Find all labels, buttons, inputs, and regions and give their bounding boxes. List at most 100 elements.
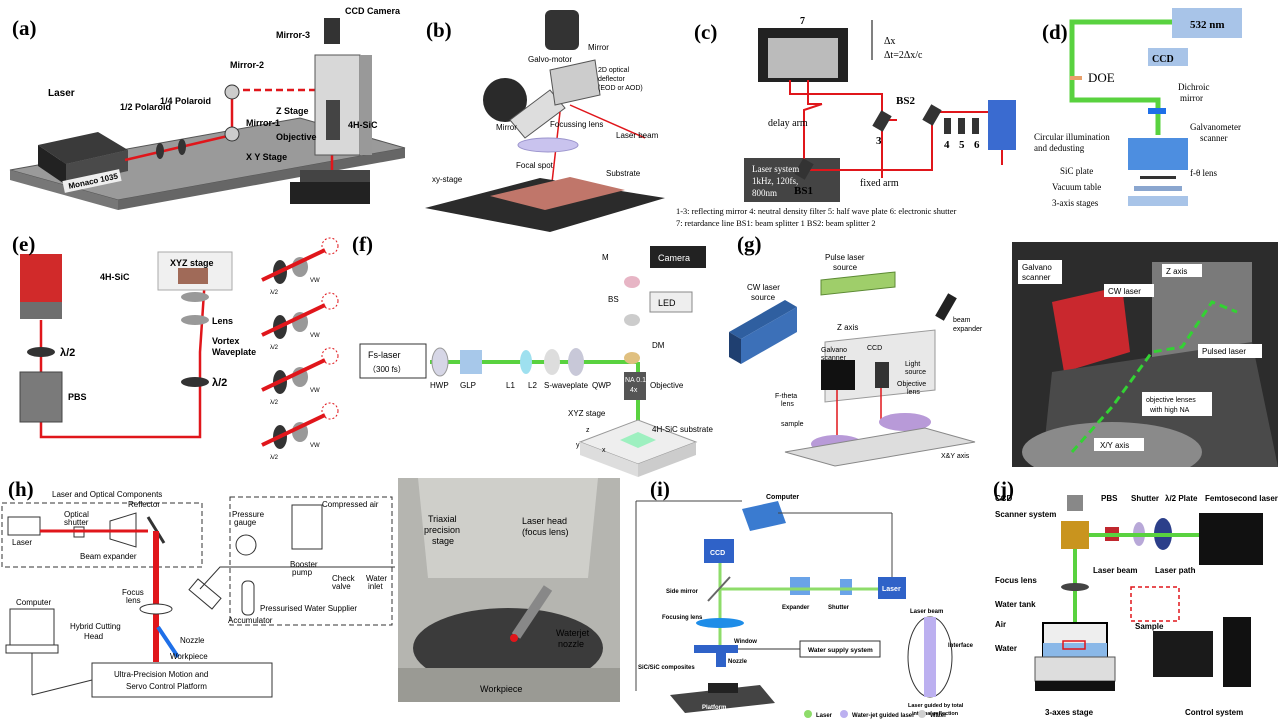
- legend-water: Water: [930, 713, 947, 719]
- legend-laser: Laser: [816, 713, 833, 719]
- label-half-polaroid: 1/2 Polaroid: [120, 102, 171, 112]
- photo-label-pulsed: Pulsed laser: [1202, 347, 1246, 356]
- panel-d-diagram: 532 nm DOE CCD Dichroic mirror Galvanome…: [1034, 8, 1242, 208]
- label-z-axis: Z axis: [837, 323, 858, 332]
- panel-d: (d) 532 nm DOE CCD Dichroic mirror Galva…: [1030, 0, 1280, 232]
- label-obj-1: Objective: [897, 381, 926, 388]
- label-3axes-stage: 3-axes stage: [1045, 708, 1094, 717]
- label-laser-beam: Laser beam: [910, 609, 943, 615]
- label-workpiece: Workpiece: [170, 652, 208, 661]
- label-shutter: Shutter: [1131, 494, 1159, 503]
- legend-line-2: 7: retardance line BS1: beam splitter 1 …: [676, 219, 876, 228]
- label-hybrid-1: Hybrid Cutting: [70, 622, 121, 631]
- panel-j: (j) CCD Scanner system PBS Shutter λ/2 P…: [985, 477, 1280, 720]
- label-guided-2: internal reflection: [912, 711, 959, 717]
- label-circular-2: and dedusting: [1034, 143, 1085, 153]
- label-xyz-stage: XYZ stage: [568, 409, 606, 418]
- label-vortex-1: Vortex: [212, 336, 239, 346]
- label-xyz-stage: XYZ stage: [170, 258, 214, 268]
- legend-line-1: 1-3: reflecting mirror 4: neutral densit…: [676, 207, 956, 216]
- label-side-mirror: Side mirror: [666, 589, 699, 595]
- label-ccd: CCD: [995, 494, 1013, 503]
- label-m: M: [602, 253, 609, 262]
- label-sample: sample: [781, 421, 804, 428]
- label-doe: DOE: [1088, 70, 1115, 85]
- label-dichroic-1: Dichroic: [1178, 82, 1210, 92]
- panel-a: (a) Monaco 1035 Laser 1/2 Polaroid 1/4 P…: [0, 0, 420, 232]
- label-glp: GLP: [460, 381, 476, 390]
- label-focal-spot: Focal spot: [516, 161, 554, 170]
- photo-label-xy: X/Y axis: [1100, 441, 1129, 450]
- label-laser: Laser: [12, 538, 32, 547]
- panel-g: (g) Pulse laser source CW laser source Z…: [725, 232, 1005, 477]
- label-vw-3: VW: [310, 388, 320, 394]
- label-l1: L1: [506, 381, 515, 390]
- panel-g-photo: Galvano scanner Z axis CW laser Pulsed l…: [1012, 242, 1278, 467]
- label-l2: L2: [528, 381, 537, 390]
- label-scanner: Scanner system: [995, 510, 1056, 519]
- label-ccd: CCD: [710, 550, 725, 557]
- label-nozzle: Nozzle: [728, 659, 748, 665]
- label-galvo-1: Galvano: [821, 347, 847, 354]
- label-focus-2: lens: [126, 596, 141, 605]
- photo-label-galvo-1: Galvano: [1022, 263, 1052, 272]
- label-axis-z: z: [586, 427, 590, 434]
- label-5: 5: [959, 139, 965, 151]
- label-obj-2: lens: [907, 389, 920, 396]
- label-bs1: BS1: [794, 185, 813, 197]
- label-gauge-1: Pressure: [232, 510, 265, 519]
- label-mirror-1: Mirror-1: [246, 118, 280, 128]
- label-accumulator: Accumulator: [228, 616, 273, 625]
- panel-a-diagram: Monaco 1035 Laser 1/2 Polaroid 1/4 Polar…: [9, 6, 406, 210]
- label-water-2: inlet: [368, 582, 383, 591]
- photo-label-head-2: (focus lens): [522, 527, 569, 537]
- label-half-plate: λ/2 Plate: [1165, 494, 1198, 503]
- label-vortex-2: Waveplate: [212, 347, 256, 357]
- label-galvo-1: Galvanometer: [1190, 122, 1241, 132]
- photo-label-jet-2: nozzle: [558, 639, 584, 649]
- label-ccd: CCD: [867, 345, 882, 352]
- label-gauge-2: gauge: [234, 518, 257, 527]
- label-shutter-1: Optical: [64, 510, 89, 519]
- label-laser-beam: Laser beam: [616, 131, 659, 140]
- panel-b: (b) Galvo-motor Mirror 2D optical deflec…: [420, 0, 672, 232]
- photo-label-cw-laser: CW laser: [1108, 287, 1141, 296]
- label-sample: Sample: [1135, 622, 1164, 631]
- label-box-title: Laser and Optical Components: [52, 490, 162, 499]
- label-ccd: CCD: [1152, 54, 1174, 65]
- label-galvo-2: scanner: [821, 355, 847, 362]
- label-dx: Δx: [884, 36, 895, 47]
- label-fs-laser: Fs-laser: [368, 350, 401, 360]
- photo-label-stage-1: Triaxial: [428, 514, 457, 524]
- label-hw-1: λ/2: [270, 290, 279, 296]
- legend-waterjet: Water-jet guided laser: [852, 713, 915, 719]
- panel-label-j: (j): [993, 477, 1014, 501]
- label-water: Water: [995, 644, 1017, 653]
- photo-label-stage-2: precision: [424, 525, 460, 535]
- label-water-supply: Water supply system: [808, 647, 873, 654]
- label-mag: 4x: [630, 387, 638, 394]
- photo-label-workpiece: Workpiece: [480, 684, 522, 694]
- panel-label-a: (a): [12, 16, 37, 40]
- photo-label-head-1: Laser head: [522, 516, 567, 526]
- panel-b-diagram: Galvo-motor Mirror 2D optical deflector …: [425, 10, 665, 232]
- label-compressed-air: Compressed air: [322, 500, 379, 509]
- label-beam-2: expander: [953, 326, 983, 333]
- panel-label-f: (f): [352, 232, 373, 256]
- label-retardance: 7: [800, 16, 805, 27]
- label-laser-wavelength: 800nm: [752, 188, 777, 198]
- panel-g-photo-art: Galvano scanner Z axis CW laser Pulsed l…: [1012, 242, 1278, 467]
- photo-label-obj-2: with high NA: [1149, 407, 1190, 414]
- label-vw-2: VW: [310, 333, 320, 339]
- label-mirror-2: Mirror-2: [230, 60, 264, 70]
- label-femtosecond: Femtosecond laser: [1205, 494, 1278, 503]
- panel-e: (e) XYZ stage 4H-SiC Lens Vortex: [0, 232, 340, 477]
- panel-label-d: (d): [1042, 20, 1068, 44]
- panel-label-g: (g): [737, 232, 762, 256]
- label-check-2: valve: [332, 582, 351, 591]
- label-4h-sic: 4H-SiC: [100, 272, 130, 282]
- panel-c: (c) 7 Δx Δt=2Δx/c delay arm BS2 Laser sy…: [672, 0, 1030, 232]
- label-galvo-motor: Galvo-motor: [528, 55, 572, 64]
- label-dm: DM: [652, 341, 665, 350]
- panel-h-photo-art: Triaxial precision stage Laser head (foc…: [398, 478, 620, 702]
